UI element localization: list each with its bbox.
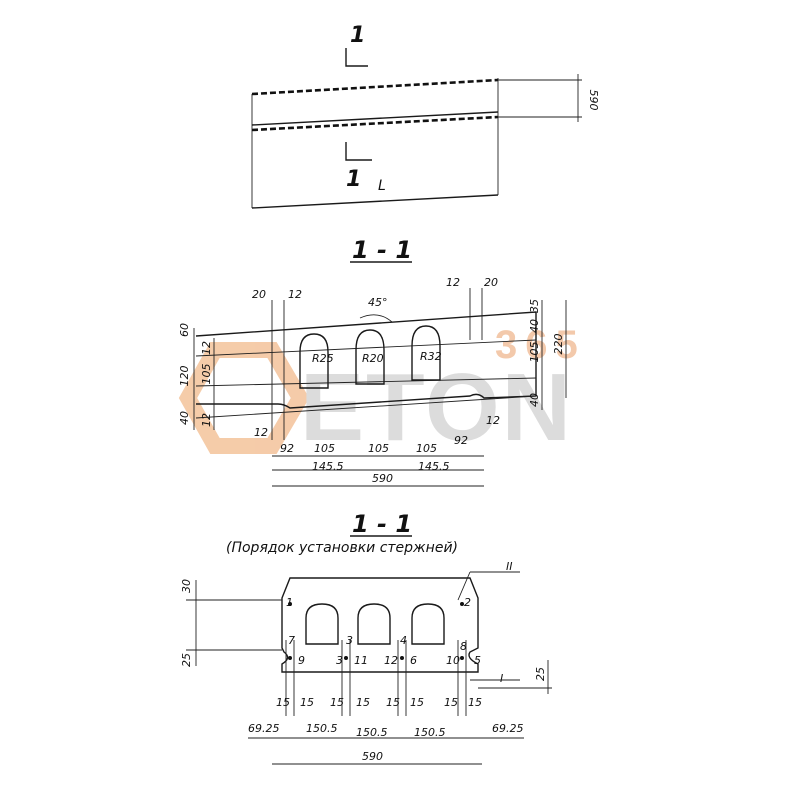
section1-right-dim-1: 105 <box>528 342 541 363</box>
rod-number-1: 1 <box>286 596 293 609</box>
section1-title: 1 - 1 <box>352 236 412 264</box>
section1-right-dim-3: 220 <box>552 334 565 355</box>
section1-overall-width: 590 <box>372 472 393 485</box>
section1-bottom-dim-1: 105 <box>314 442 335 455</box>
section1-top-dim-left-b: 12 <box>288 288 302 301</box>
rod-number-10: 12 <box>384 654 398 667</box>
section1-right-dim-2: 40 <box>528 319 541 333</box>
section1-top-dim-right-b: 20 <box>484 276 498 289</box>
rod-markers <box>285 602 467 716</box>
watermark: 365 ETON <box>178 323 578 461</box>
section2-right-dim-0: 25 <box>534 667 547 681</box>
rod-spacing-0: 15 <box>276 696 290 709</box>
section1-left-dim-2: 120 <box>178 366 191 387</box>
section2-overall-width: 590 <box>362 750 383 763</box>
section1-void-1 <box>299 333 329 389</box>
rod-number-6: 8 <box>460 640 467 653</box>
section2-title: 1 - 1 <box>352 510 412 538</box>
rod-number-3: 7 <box>288 634 295 647</box>
section2-bottom-dim-0: 69.25 <box>248 722 280 735</box>
section1-right-dim-4: 40 <box>528 393 541 407</box>
section2-marker-top: II <box>506 560 513 573</box>
section1-right-dim-5: 12 <box>486 414 500 427</box>
section1-left-dim-5: 12 <box>200 413 213 427</box>
section2-left-dim-0: 30 <box>180 579 193 593</box>
section1-bottom-dim-0: 92 <box>280 442 294 455</box>
section2-subtitle: (Порядок установки стержней) <box>226 540 458 556</box>
section1-void-3 <box>411 325 441 381</box>
rod-spacing-1: 15 <box>300 696 314 709</box>
rod-spacing-6: 15 <box>444 696 458 709</box>
rod-spacing-5: 15 <box>410 696 424 709</box>
rod-spacing-7: 15 <box>468 696 482 709</box>
section1-void-2 <box>355 329 385 385</box>
rod-number-5: 4 <box>400 634 407 647</box>
section2-bottom-dim-2: 150.5 <box>356 726 388 739</box>
rod-spacing-2: 15 <box>330 696 344 709</box>
section1-left-dim-3: 105 <box>200 364 213 385</box>
rod-number-11: 6 <box>410 654 417 667</box>
section1-left-dim-1: 12 <box>200 341 213 355</box>
rod-number-13: 5 <box>474 654 481 667</box>
plan-width-dimension: 590 <box>587 90 600 111</box>
section1-angle-label: 45° <box>368 296 388 309</box>
rod-number-8: 3 <box>336 654 343 667</box>
section2-bottom-dim-1: 150.5 <box>306 722 338 735</box>
section2-bottom-dim-4: 69.25 <box>492 722 524 735</box>
section1-bottom-dim-3: 105 <box>416 442 437 455</box>
rod-number-7: 9 <box>298 654 305 667</box>
section1-left-dim-0: 60 <box>178 323 191 337</box>
section1-radius-1: R25 <box>312 352 334 365</box>
section-1-1: 1 - 1 20 12 12 20 45° R25 R20 R32 60 12 … <box>178 236 567 487</box>
section2-bottom-dim-3: 150.5 <box>414 726 446 739</box>
section1-right-dim-0: 35 <box>528 299 541 313</box>
section1-half-dim-1: 145.5 <box>418 460 450 473</box>
plan-section-mark-bottom: 1 <box>346 167 361 192</box>
plan-length-mark: L <box>378 178 386 194</box>
section2-marker-bottom: I <box>500 672 503 685</box>
section1-radius-2: R20 <box>362 352 384 365</box>
section1-top-dim-right-a: 12 <box>446 276 460 289</box>
section1-top-dim-left-a: 20 <box>252 288 266 301</box>
plan-view: 590 1 1 L <box>251 23 600 209</box>
rod-spacing-4: 15 <box>386 696 400 709</box>
section1-radius-3: R32 <box>420 350 442 363</box>
rod-number-4: 3 <box>346 634 353 647</box>
rod-number-12: 10 <box>446 654 460 667</box>
rod-number-2: 2 <box>464 596 471 609</box>
section1-bottom-dim-4: 92 <box>454 434 468 447</box>
section1-bottom-dim-2: 105 <box>368 442 389 455</box>
section1-left-dim-6: 12 <box>254 426 268 439</box>
rod-spacing-3: 15 <box>356 696 370 709</box>
rod-number-9: 11 <box>354 654 368 667</box>
plan-section-mark-top: 1 <box>350 23 365 48</box>
watermark-brand: ETON <box>300 354 573 461</box>
section-1-1-rods: 1 - 1 (Порядок установки стержней) II 30… <box>180 510 552 765</box>
section1-left-dim-4: 40 <box>178 411 191 425</box>
section1-half-dim-0: 145.5 <box>312 460 344 473</box>
section2-left-dim-1: 25 <box>180 653 193 667</box>
